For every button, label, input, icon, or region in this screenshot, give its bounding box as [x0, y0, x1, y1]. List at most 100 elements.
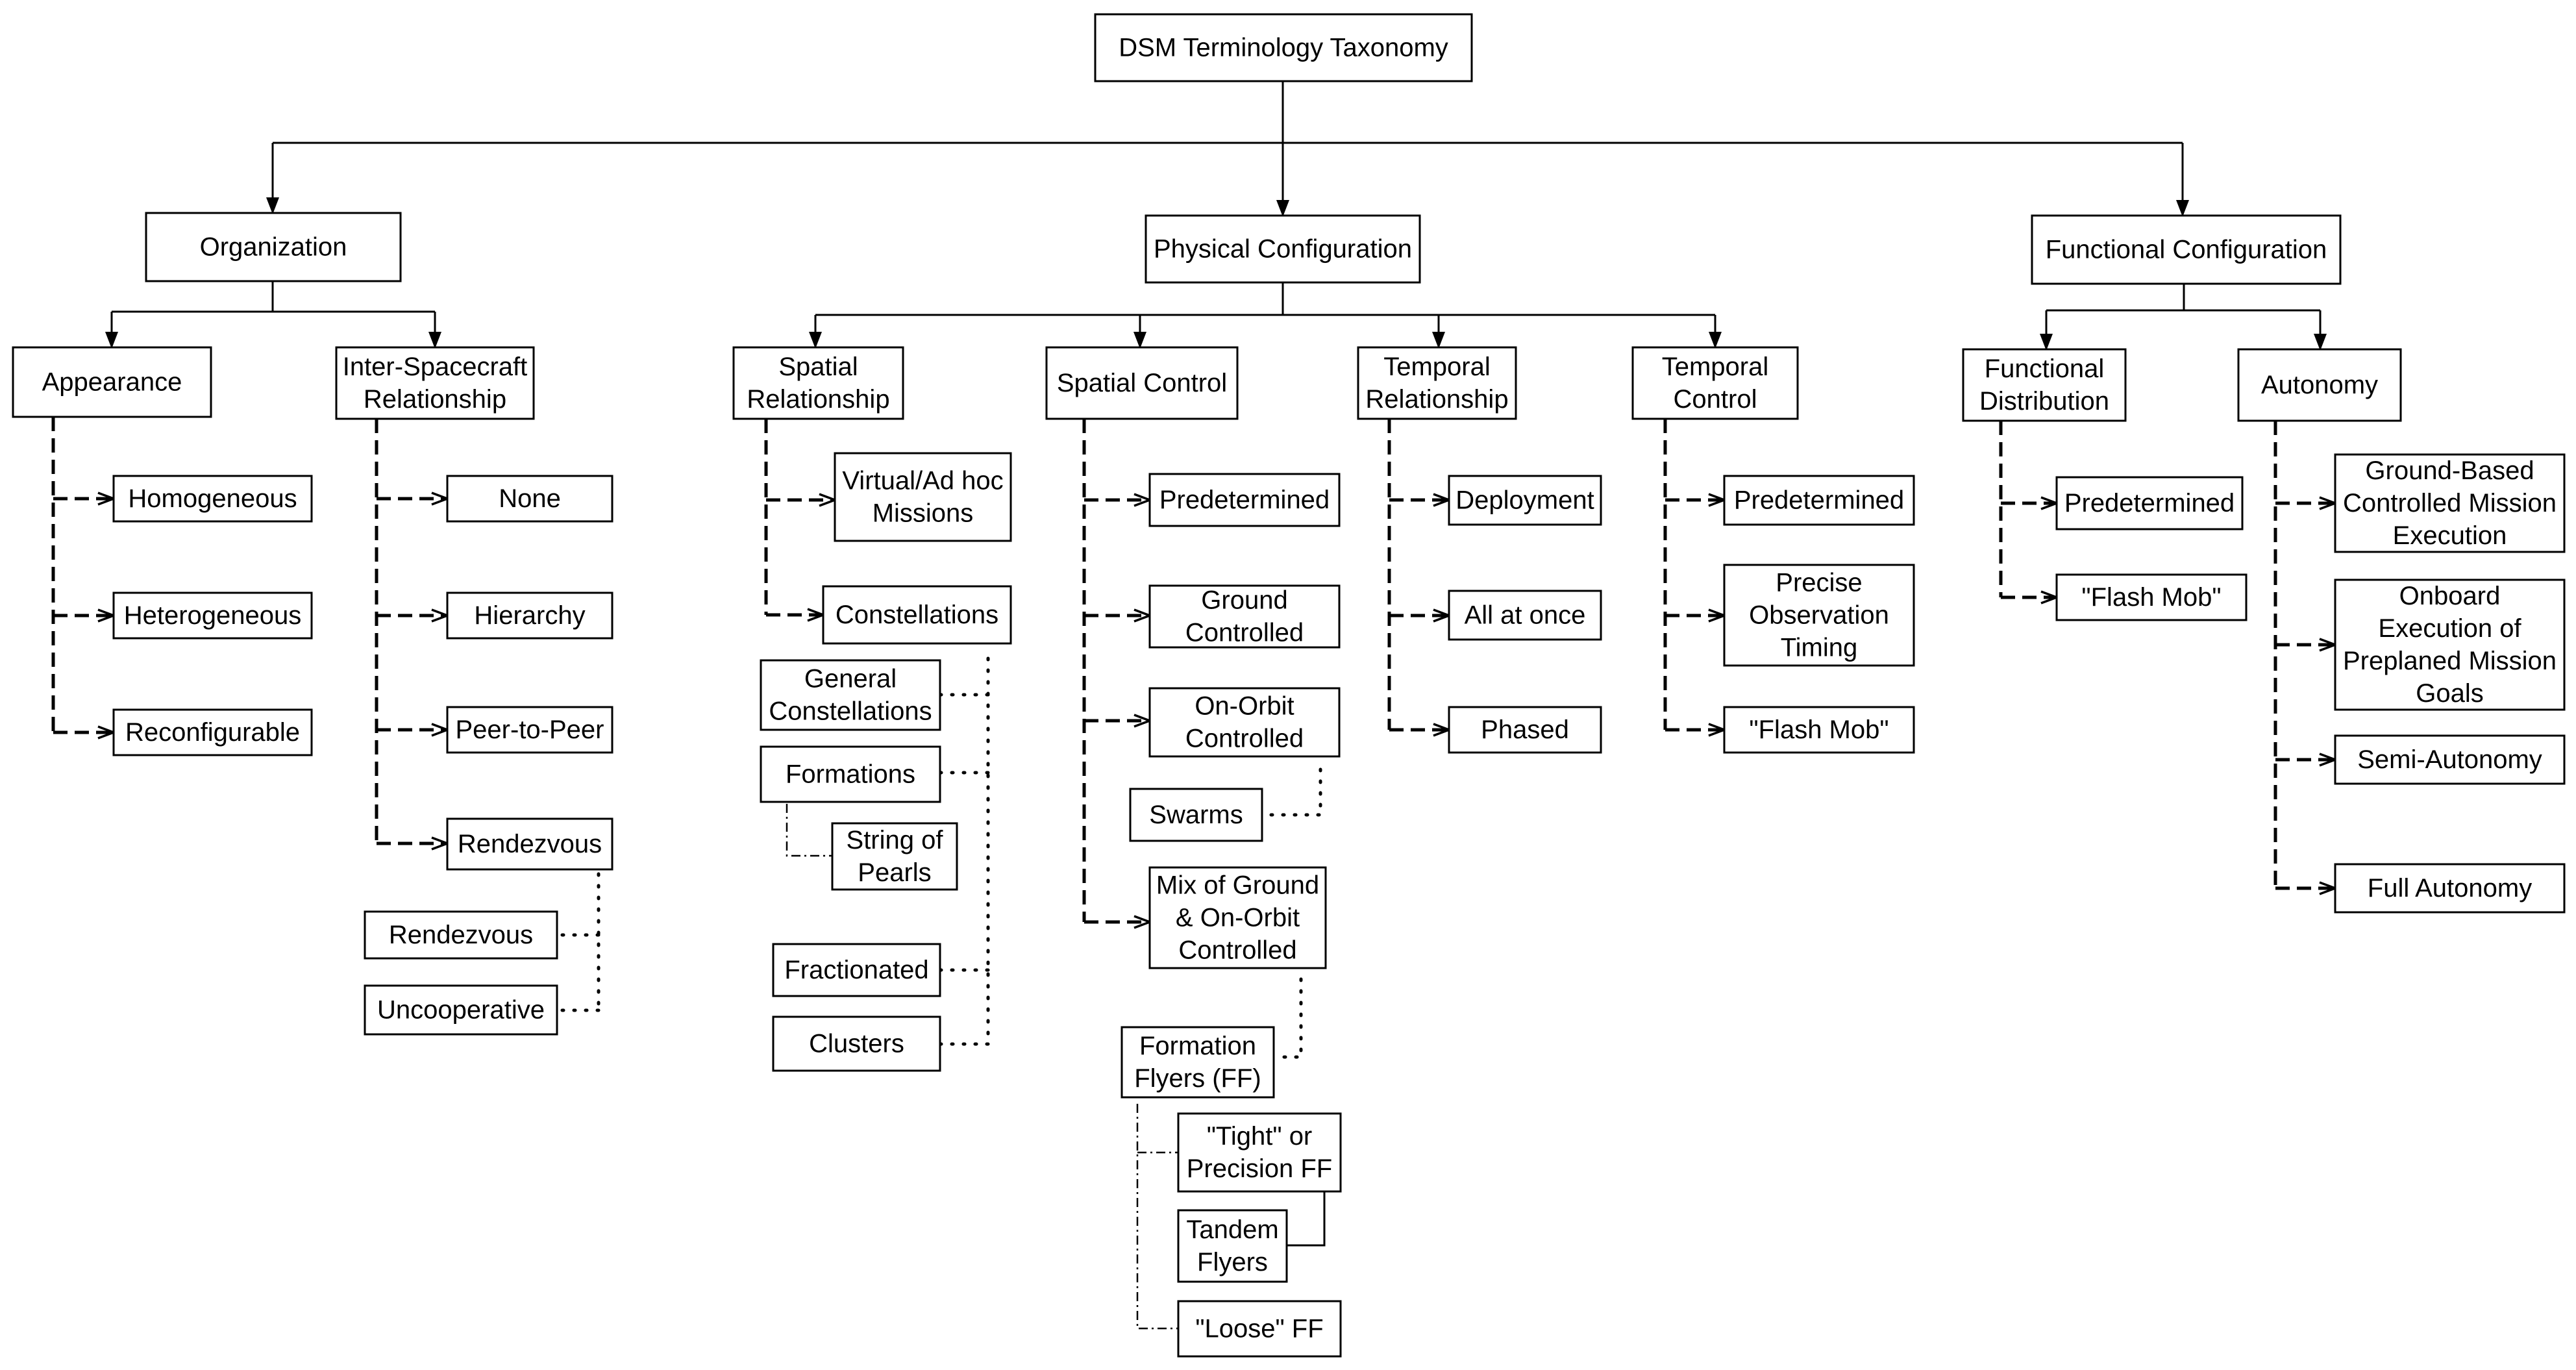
sc-predetermined-node-box — [1148, 473, 1341, 527]
uncooperative-node-box — [364, 984, 558, 1036]
tight-ff-node-label: "Tight" or — [1207, 1122, 1313, 1151]
swarms-node-box — [1129, 788, 1263, 842]
none-node-box — [446, 475, 613, 523]
fd-predetermined-node-box — [2055, 476, 2244, 530]
sc-predetermined-node-label: Predetermined — [1159, 486, 1330, 514]
swarms-node-label: Swarms — [1149, 801, 1243, 829]
loose-ff-node-box — [1177, 1300, 1342, 1358]
formation-flyers-node-label: Formation — [1139, 1032, 1256, 1060]
constellations-node-label: Constellations — [836, 601, 998, 629]
fd-flash-mob-node: "Flash Mob" — [2055, 573, 2248, 621]
deployment-node-box — [1448, 475, 1602, 526]
subtype-connectors — [555, 656, 1322, 1059]
semi-autonomy-node-box — [2334, 734, 2566, 785]
appearance-node-box — [12, 346, 212, 418]
formations-node: Formations — [760, 745, 941, 803]
fd-predetermined-node-label: Predetermined — [2064, 489, 2235, 517]
appearance-node: Appearance — [12, 346, 212, 418]
tandem-flyers-node-label: Flyers — [1197, 1248, 1268, 1277]
tc-flash-mob-node-label: "Flash Mob" — [1749, 716, 1889, 744]
formations-node-box — [760, 745, 941, 803]
formations-node-label: Formations — [786, 760, 915, 789]
root-title-label: DSM Terminology Taxonomy — [1119, 34, 1448, 62]
homogeneous-node-label: Homogeneous — [128, 484, 297, 513]
string-of-pearls-node-box — [831, 822, 958, 891]
root-title-box — [1094, 13, 1473, 82]
onboard-execution-node-label: Preplaned Mission — [2343, 647, 2557, 675]
virtual-adhoc-node-label: Missions — [873, 499, 974, 528]
full-autonomy-node-box — [2334, 863, 2566, 914]
tc-flash-mob-node: "Flash Mob" — [1723, 706, 1915, 754]
reconfigurable-node: Reconfigurable — [112, 708, 313, 756]
rendezvous-type-node-label: Rendezvous — [389, 921, 533, 949]
spatial-relationship-node-label: Relationship — [747, 385, 889, 414]
onorbit-controlled-node-label: Controlled — [1185, 725, 1304, 753]
sc-predetermined-node: Predetermined — [1148, 473, 1341, 527]
onboard-execution-node-box — [2334, 579, 2566, 711]
precise-timing-node-label: Observation — [1749, 601, 1889, 630]
constellations-node-box — [822, 585, 1012, 645]
general-constellations-node-label: Constellations — [769, 697, 932, 726]
rendezvous-node-box — [446, 817, 613, 871]
all-at-once-node: All at once — [1448, 590, 1602, 641]
precise-timing-node-label: Timing — [1781, 634, 1858, 662]
semi-autonomy-node-label: Semi-Autonomy — [2357, 745, 2542, 774]
precise-timing-node-label: Precise — [1776, 569, 1862, 597]
mix-controlled-node-label: Mix of Ground — [1156, 871, 1319, 900]
onboard-execution-node-label: Execution of — [2378, 614, 2521, 643]
tc-predetermined-node: Predetermined — [1723, 475, 1915, 526]
spatial-control-node-box — [1045, 346, 1239, 420]
tree-connectors — [105, 81, 2327, 351]
none-node-label: None — [499, 484, 561, 513]
ground-based-node-label: Ground-Based — [2365, 456, 2534, 485]
fractionated-node-box — [772, 943, 941, 997]
fractionated-node: Fractionated — [772, 943, 941, 997]
functional-distribution-node-label: Functional — [1985, 355, 2105, 383]
phased-node: Phased — [1448, 706, 1602, 754]
heterogeneous-node: Heterogeneous — [112, 592, 313, 640]
physical-config-node-label: Physical Configuration — [1154, 235, 1412, 264]
clusters-node-box — [772, 1015, 941, 1072]
general-constellations-node-label: General — [804, 665, 897, 693]
rendezvous-type-node: Rendezvous — [364, 910, 558, 960]
peer-to-peer-node-label: Peer-to-Peer — [456, 716, 604, 744]
functional-distribution-node-box — [1962, 348, 2127, 422]
uncooperative-node: Uncooperative — [364, 984, 558, 1036]
deployment-node-label: Deployment — [1455, 486, 1594, 515]
autonomy-node-label: Autonomy — [2261, 371, 2378, 399]
fractionated-node-label: Fractionated — [784, 956, 928, 984]
appearance-node-label: Appearance — [42, 368, 182, 397]
spatial-control-node: Spatial Control — [1045, 346, 1239, 420]
virtual-adhoc-node-box — [834, 452, 1012, 542]
spatial-relationship-node-box — [732, 346, 904, 420]
temporal-control-node-label: Control — [1674, 385, 1757, 414]
tandem-flyers-node-box — [1177, 1209, 1288, 1283]
inter-spacecraft-node-label: Inter-Spacecraft — [343, 353, 528, 381]
spatial-relationship-node-label: Spatial — [778, 353, 858, 381]
phased-node-box — [1448, 706, 1602, 754]
ground-based-node-label: Controlled Mission — [2343, 489, 2557, 517]
precise-timing-node-box — [1723, 564, 1915, 667]
temporal-relationship-node-label: Relationship — [1365, 385, 1508, 414]
ground-controlled-node-box — [1148, 584, 1341, 649]
full-autonomy-node-label: Full Autonomy — [2368, 874, 2532, 903]
tc-flash-mob-node-box — [1723, 706, 1915, 754]
physical-config-node: Physical Configuration — [1145, 214, 1421, 284]
autonomy-node: Autonomy — [2237, 348, 2402, 422]
tc-predetermined-node-label: Predetermined — [1734, 486, 1904, 515]
hierarchy-node: Hierarchy — [446, 592, 613, 640]
loose-ff-node: "Loose" FF — [1177, 1300, 1342, 1358]
organization-node-box — [145, 212, 402, 282]
physical-config-node-box — [1145, 214, 1421, 284]
temporal-control-node-label: Temporal — [1662, 353, 1769, 381]
